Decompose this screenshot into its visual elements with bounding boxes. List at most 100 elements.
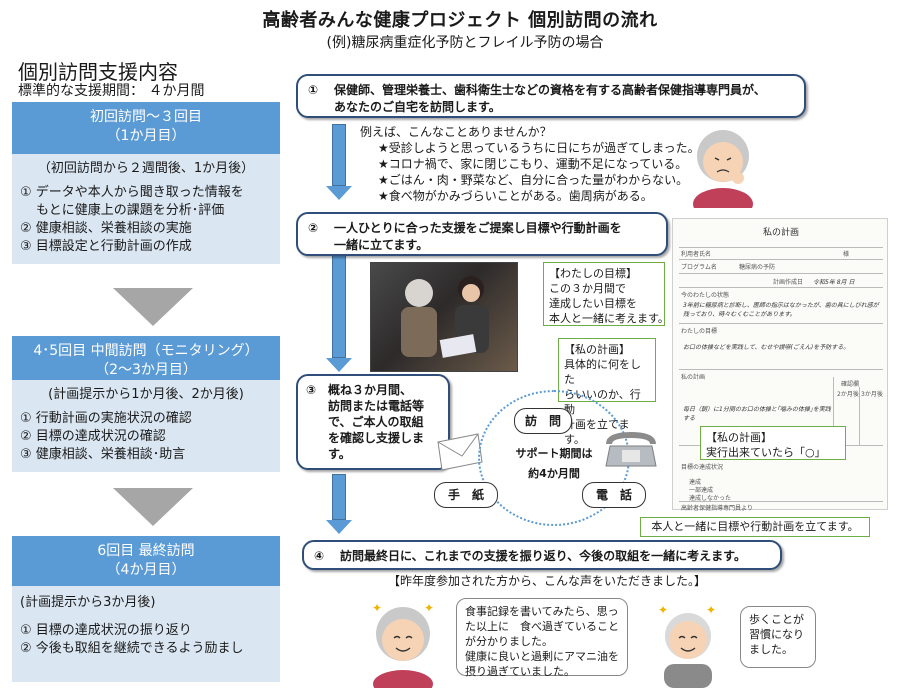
step-2-line1: 一人ひとりに合った支援をご提案し目標や行動計画を bbox=[334, 221, 622, 235]
form-user-suffix: 様 bbox=[843, 251, 850, 258]
voice-text: 健康に良いと過剰にアマニ油を摂り過ぎていました。 bbox=[465, 650, 619, 678]
example-item: ★受診しようと思っているうちに日にちが過ぎてしまった。 bbox=[378, 141, 700, 155]
callout-my-plan-check: 【私の計画】 実行出来ていたら「○」 bbox=[700, 426, 846, 460]
flow-arrow-3 bbox=[326, 474, 352, 534]
svg-text:✦: ✦ bbox=[706, 603, 716, 617]
phase-1-header: 初回訪問～３回目 （1か月目） bbox=[12, 102, 280, 154]
svg-text:✦: ✦ bbox=[658, 603, 668, 617]
step-3-line: 概ね３か月間、 bbox=[328, 383, 413, 397]
page-title: 高齢者みんな健康プロジェクト 個別訪問の流れ bbox=[262, 10, 658, 31]
example-item: ★ごはん・肉・野菜など、自分に合った量がわからない。 bbox=[378, 173, 689, 187]
worried-woman-illustration bbox=[693, 130, 753, 208]
callout-line: 達成したい目標を bbox=[549, 297, 637, 310]
support-period: 標準的な支援期間： ４か月間 bbox=[18, 83, 205, 99]
phase-1-timing: （初回訪問から２週間後、1か月後） bbox=[37, 161, 255, 176]
support-period-line: 約4か月間 bbox=[528, 467, 580, 480]
form-user-label: 利用者氏名 bbox=[681, 251, 712, 258]
support-phone-pill: 電 話 bbox=[582, 482, 646, 508]
phase-2-body: (計画提示から1か月後、2か月後) ① 行動計画の実施状況の確認 ② 目標の達成… bbox=[12, 380, 280, 472]
callout-my-goal: 【わたしの目標】 この３か月間で 達成したい目標を 本人と一緒に考えます。 bbox=[543, 262, 669, 326]
form-plan-date-value: 令和5年 8月 日 bbox=[813, 279, 855, 286]
step-3-line: 訪問または電話等 bbox=[328, 399, 425, 413]
phase-1-item: ① データや本人から聞き取った情報を bbox=[20, 185, 244, 200]
examples-list: 例えば、こんなことありませんか？ ★受診しようと思っているうちに日にちが過ぎてし… bbox=[360, 124, 700, 204]
phase-2-title: 4･5回目 中間訪問（モニタリング） bbox=[33, 343, 259, 359]
phase-2-item: ③ 健康相談、栄養相談･助言 bbox=[20, 447, 186, 462]
form-title: 私の計画 bbox=[762, 228, 799, 238]
phase-arrow-2 bbox=[113, 488, 193, 526]
callout-line: 具体的に何をした bbox=[564, 358, 641, 386]
phase-1-item: ③ 目標設定と行動計画の作成 bbox=[20, 239, 192, 254]
phase-1-item: ② 健康相談、栄養相談の実施 bbox=[20, 221, 192, 236]
phase-2-item: ① 行動計画の実施状況の確認 bbox=[20, 411, 192, 426]
form-option: 達成 bbox=[689, 479, 702, 486]
form-eval-label: 確認欄 bbox=[841, 381, 860, 388]
step-3-number: ③ bbox=[306, 383, 317, 397]
step-1-line1: 保健師、管理栄養士、歯科衛生士などの資格を有する高齢者保健指導専門員が、 bbox=[334, 83, 766, 97]
telephone-icon bbox=[605, 432, 657, 467]
smiling-man-illustration: ✦ ✦ bbox=[658, 603, 716, 688]
step-3-line: を確認し支援しま bbox=[328, 431, 425, 445]
support-period-text: サポート期間は 約4か月間 bbox=[478, 444, 630, 484]
phase-arrow-1 bbox=[113, 288, 193, 326]
form-state-value: 3年前に糖尿病と診断し、医師の指示はなかったが、歯の具にしびれ感が残っており、時… bbox=[683, 302, 879, 318]
step-3-line: で、ご本人の取組 bbox=[328, 415, 424, 429]
step-3-box: ③ 概ね３か月間、 訪問または電話等 で、ご本人の取組 を確認し支援しま す。 bbox=[296, 374, 450, 470]
form-plan-value: 毎日（朝）に1分間のお口の体操と｢噛みの体操｣を実践する bbox=[683, 406, 831, 422]
woman-voice-bubble: 食事記録を書いてみたら、思った以上に 食べ過ぎていることが分かりました。 健康に… bbox=[456, 598, 628, 678]
form-state-label: 今のわたしの状態 bbox=[681, 292, 730, 299]
voices-heading: 【昨年度参加された方から、こんな声をいただきました。】 bbox=[388, 574, 707, 588]
man-voice-bubble: 歩くことが習慣になりました。 bbox=[740, 606, 816, 668]
callout-line: この３か月間で bbox=[549, 282, 626, 295]
svg-text:✦: ✦ bbox=[424, 601, 434, 615]
svg-text:✦: ✦ bbox=[372, 601, 382, 615]
example-item: ★食べ物がかみづらいことがある。歯周病がある。 bbox=[378, 189, 653, 203]
consultation-photo bbox=[370, 262, 518, 372]
form-col-3month: 3か月後 bbox=[861, 391, 883, 398]
form-goal-label: わたしの目標 bbox=[681, 328, 718, 335]
form-achieve-label: 目標の達成状況 bbox=[681, 464, 724, 471]
phase-1-subtitle: （1か月目） bbox=[106, 128, 186, 144]
phase-2-subtitle: （2～3か月目） bbox=[95, 362, 197, 378]
form-goal-value: お口の体操などを実践して、むせや誤嚥(ごえん)を予防する。 bbox=[683, 344, 850, 351]
form-plan-date-label: 計画作成日 bbox=[773, 279, 804, 286]
example-item: ★コロナ禍で、家に閉じこもり、運動不足になっている。 bbox=[378, 157, 688, 171]
support-content-heading: 個別訪問支援内容 bbox=[18, 60, 178, 84]
form-option: 達成しなかった bbox=[689, 495, 732, 502]
phase-2-timing: (計画提示から1か月後、2か月後) bbox=[48, 387, 244, 402]
phase-3-item: ① 目標の達成状況の振り返り bbox=[20, 623, 192, 638]
voice-text: 食事記録を書いてみたら、思った以上に 食べ過ぎていることが分かりました。 bbox=[465, 605, 619, 648]
phase-1-title: 初回訪問～３回目 bbox=[90, 109, 202, 125]
form-program-label: プログラム名 bbox=[681, 264, 717, 271]
step-4-box: ④ 訪問最終日に、これまでの支援を振り返り、今後の取組を一緒に考えます。 bbox=[302, 540, 782, 570]
step-2-line2: 一緒に立てます。 bbox=[334, 238, 429, 252]
support-letter-pill: 手 紙 bbox=[434, 482, 498, 508]
phase-3-title: 6回目 最終訪問 bbox=[97, 543, 195, 559]
phase-3-subtitle: （4か月目） bbox=[106, 562, 186, 578]
support-period-line: サポート期間は bbox=[515, 447, 593, 460]
page-subtitle: (例)糖尿病重症化予防とフレイル予防の場合 bbox=[326, 35, 604, 51]
phase-3-body: (計画提示から3か月後) ① 目標の達成状況の振り返り ② 今後も取組を継続でき… bbox=[12, 586, 280, 682]
phase-2-item: ② 目標の達成状況の確認 bbox=[20, 429, 166, 444]
form-program-value: 糖尿病の予防 bbox=[739, 264, 776, 271]
form-plan-label: 私の計画 bbox=[681, 374, 706, 381]
phase-2-header: 4･5回目 中間訪問（モニタリング） （2～3か月目） bbox=[12, 336, 280, 380]
examples-intro: 例えば、こんなことありませんか？ bbox=[360, 125, 552, 139]
voice-text: 歩くことが習慣になりました。 bbox=[749, 613, 804, 656]
smiling-woman-illustration: ✦ ✦ bbox=[372, 601, 434, 688]
form-footer: 高齢者保健指導専門員より bbox=[681, 505, 753, 512]
phase-1-body: （初回訪問から２週間後、1か月後） ① データや本人から聞き取った情報を もとに… bbox=[12, 154, 280, 264]
form-col-2month: 2か月後 bbox=[837, 391, 859, 398]
step-4-line: 訪問最終日に、これまでの支援を振り返り、今後の取組を一緒に考えます。 bbox=[340, 549, 746, 563]
callout-line: 【私の計画】 bbox=[564, 343, 630, 356]
callout-line: 【私の計画】 bbox=[706, 431, 772, 444]
form-option: 一部達成 bbox=[689, 487, 714, 494]
step-1-line2: あなたのご自宅を訪問します。 bbox=[334, 100, 501, 114]
flow-arrow-2 bbox=[326, 254, 352, 372]
phase-3-timing: (計画提示から3か月後) bbox=[20, 595, 156, 610]
step-3-line: す。 bbox=[328, 447, 351, 461]
step-4-number: ④ bbox=[314, 549, 325, 563]
plan-caption: 本人と一緒に目標や行動計画を立てます。 bbox=[640, 517, 870, 537]
